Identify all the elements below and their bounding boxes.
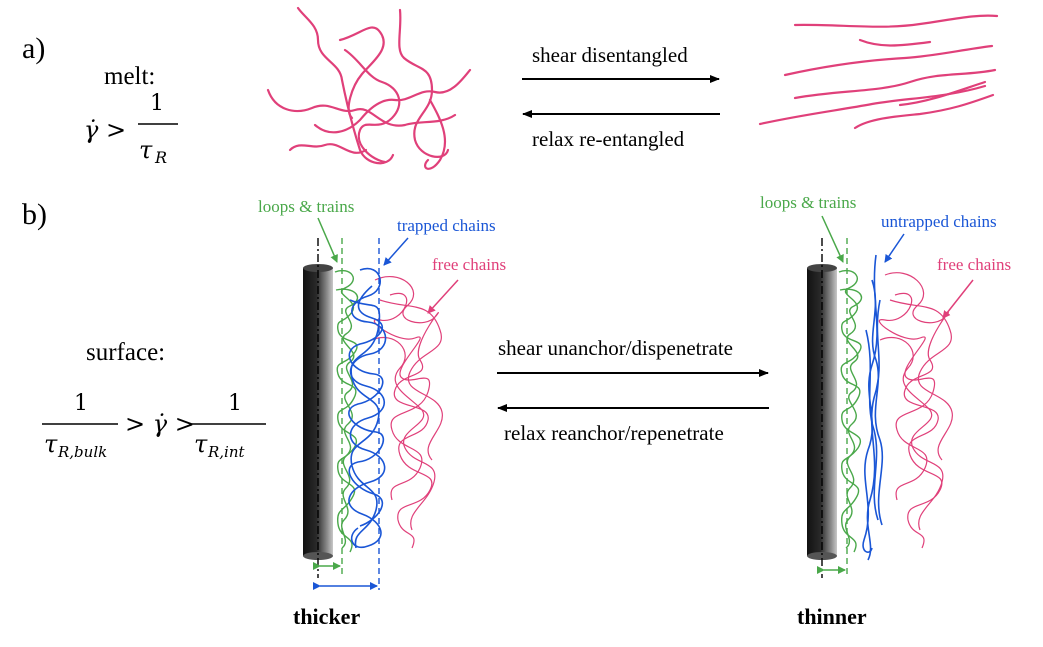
left-tau-subscript: R,bulk	[57, 443, 107, 461]
melt-condition-math: γ̇ > 1 τ R	[84, 91, 178, 167]
rod-surface-right	[807, 268, 837, 556]
rod-base-left	[303, 552, 333, 560]
loops-trains-right	[838, 269, 863, 553]
panel-b-label: b)	[22, 198, 47, 231]
thin-interface: loops & trains untrapped chains free cha…	[760, 193, 1011, 629]
loops-trains-label-left: loops & trains	[258, 197, 354, 216]
free-pointer-left	[427, 279, 459, 314]
free-chains-label-right: free chains	[937, 255, 1011, 274]
trapped-pointer	[383, 237, 409, 266]
entangled-chains	[266, 6, 472, 170]
right-tau-subscript: R,int	[207, 443, 246, 461]
left-numerator: 1	[74, 391, 88, 416]
surface-condition-math: 1 τ R,bulk > γ̇ > 1 τ R,int	[42, 391, 266, 461]
thick-interface: loops & trains trapped chains free chain…	[258, 197, 506, 629]
loops-pointer-left	[317, 217, 338, 263]
free-chains-left	[371, 275, 443, 549]
loops-trains-label-right: loops & trains	[760, 193, 856, 212]
right-tau-symbol: τ	[194, 430, 208, 458]
free-chains-label-left: free chains	[432, 255, 506, 274]
gamma-dot-greater: γ̇ >	[84, 116, 126, 144]
trapped-chains-left	[348, 267, 387, 549]
right-numerator: 1	[228, 391, 242, 416]
panel-a-label: a)	[22, 32, 45, 65]
fraction-numerator: 1	[150, 91, 164, 116]
shear-disentangled-label: shear disentangled	[532, 43, 688, 67]
untrapped-pointer	[884, 233, 905, 263]
middle-inequality: > γ̇ >	[125, 410, 195, 438]
rod-top-left	[303, 264, 333, 272]
rod-surface-left	[303, 268, 333, 556]
relax-reanchor-label: relax reanchor/repenetrate	[504, 421, 724, 445]
trapped-chains-label: trapped chains	[397, 216, 496, 235]
surface-condition-label: surface:	[86, 339, 165, 366]
relax-re-entangled-label: relax re-entangled	[532, 127, 685, 151]
loops-pointer-right	[821, 215, 844, 263]
rod-top-right	[807, 264, 837, 272]
untrapped-chains-label: untrapped chains	[881, 212, 997, 231]
tau-subscript: R	[154, 148, 167, 167]
thicker-label: thicker	[293, 604, 360, 629]
untrapped-chains-right	[862, 254, 884, 561]
melt-condition-label: melt:	[104, 63, 155, 90]
tau-symbol: τ	[139, 136, 153, 164]
rod-base-right	[807, 552, 837, 560]
free-pointer-right	[942, 279, 974, 319]
shear-unanchor-label: shear unanchor/dispenetrate	[498, 336, 733, 360]
free-chains-right	[878, 272, 953, 549]
left-tau-symbol: τ	[44, 430, 58, 458]
thinner-label: thinner	[797, 604, 867, 629]
disentangled-chains	[758, 14, 999, 130]
